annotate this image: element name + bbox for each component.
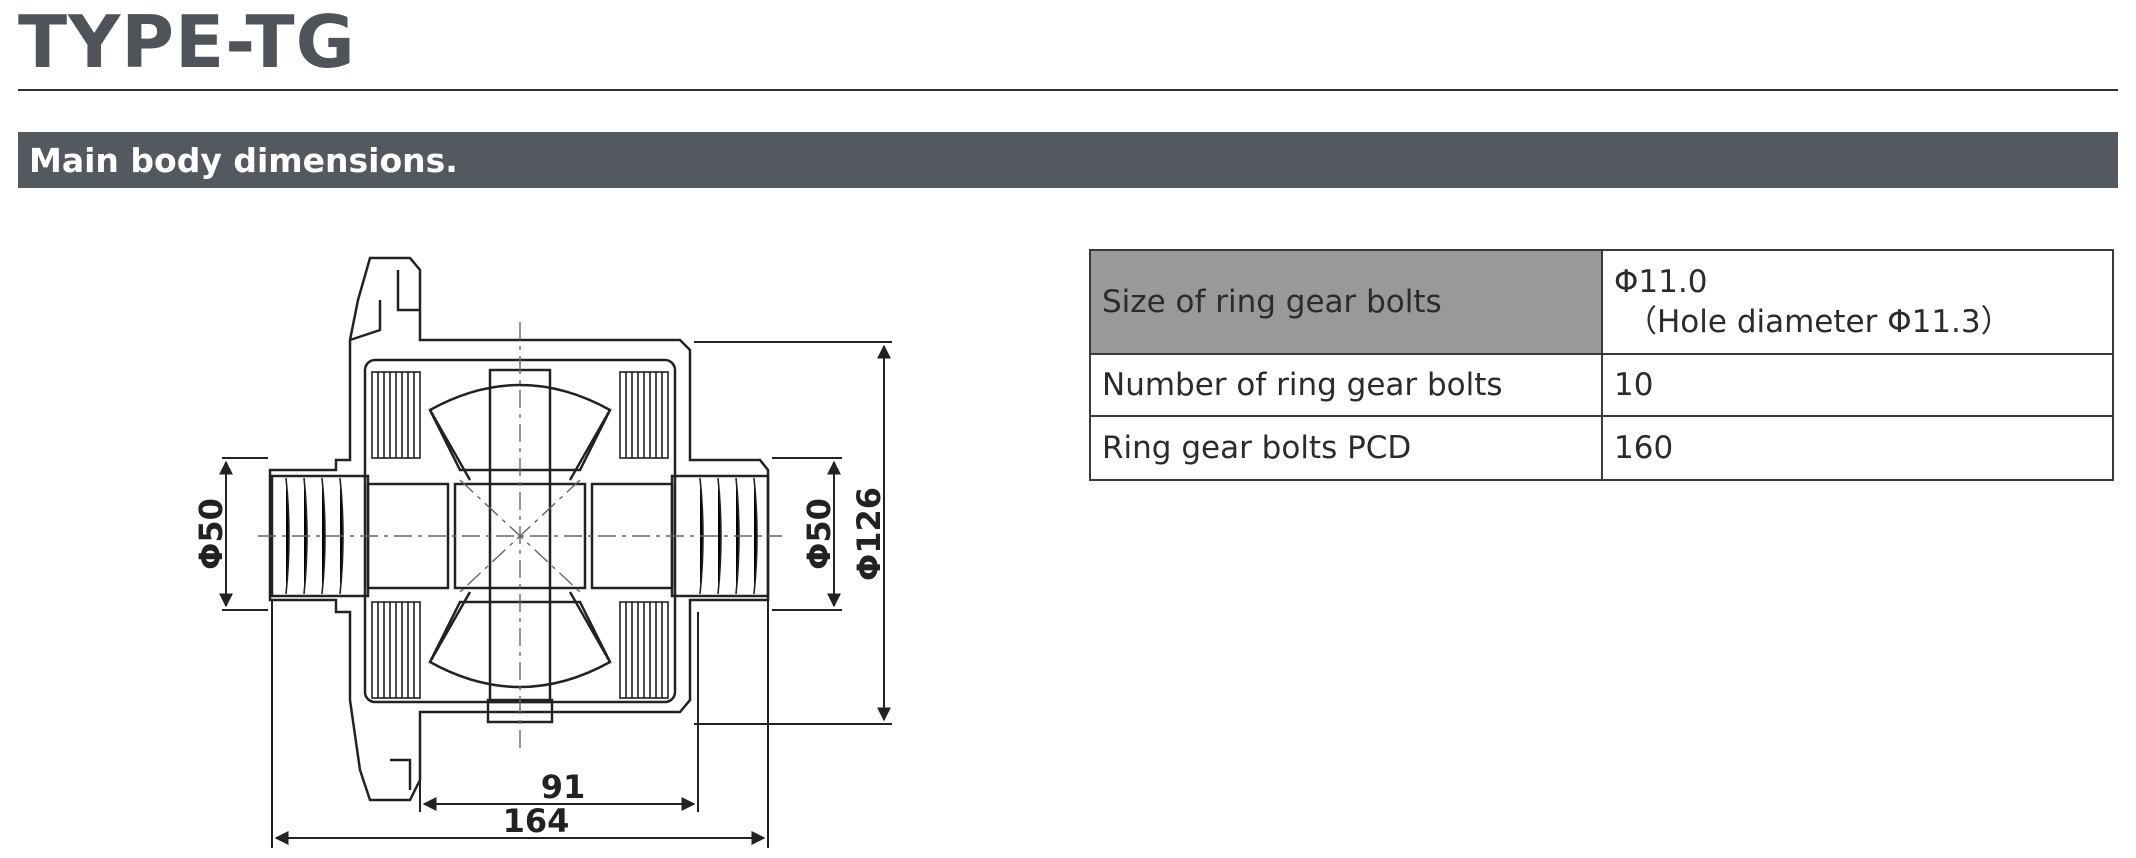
- overall-width-label: 164: [503, 802, 570, 840]
- differential-outline: [268, 256, 770, 802]
- section-heading: Main body dimensions.: [29, 140, 458, 180]
- differential-dimension-drawing: Φ50 Φ50 Φ126 91 164: [192, 256, 892, 848]
- spec-value-note: （Hole diameter Φ11.3）: [1626, 304, 2012, 340]
- table-row: Number of ring gear bolts 10: [1089, 353, 2114, 417]
- right-shaft-diameter-label: Φ50: [800, 498, 838, 570]
- center-lines: [258, 322, 782, 752]
- spec-value: 10: [1601, 353, 2114, 417]
- spec-table: Size of ring gear bolts Φ11.0 （Hole diam…: [1089, 249, 2114, 481]
- spec-value-main: Φ11.0: [1614, 263, 1708, 300]
- page-title: TYPE-TG: [18, 0, 356, 84]
- table-row: Size of ring gear bolts Φ11.0 （Hole diam…: [1089, 249, 2114, 355]
- dimension-lines: [219, 341, 892, 848]
- section-heading-bar: Main body dimensions.: [18, 132, 2118, 188]
- dimension-labels: Φ50 Φ50 Φ126 91 164: [192, 487, 888, 840]
- flange-offset-label: 91: [541, 768, 586, 806]
- spec-value: Φ11.0 （Hole diameter Φ11.3）: [1601, 249, 2114, 355]
- title-divider: [18, 89, 2118, 91]
- case-diameter-label: Φ126: [850, 487, 888, 581]
- spec-label: Size of ring gear bolts: [1089, 249, 1603, 355]
- table-row: Ring gear bolts PCD 160: [1089, 415, 2114, 481]
- spec-label: Ring gear bolts PCD: [1089, 415, 1603, 481]
- left-shaft-diameter-label: Φ50: [192, 498, 230, 570]
- spec-label: Number of ring gear bolts: [1089, 353, 1603, 417]
- spec-value: 160: [1601, 415, 2114, 481]
